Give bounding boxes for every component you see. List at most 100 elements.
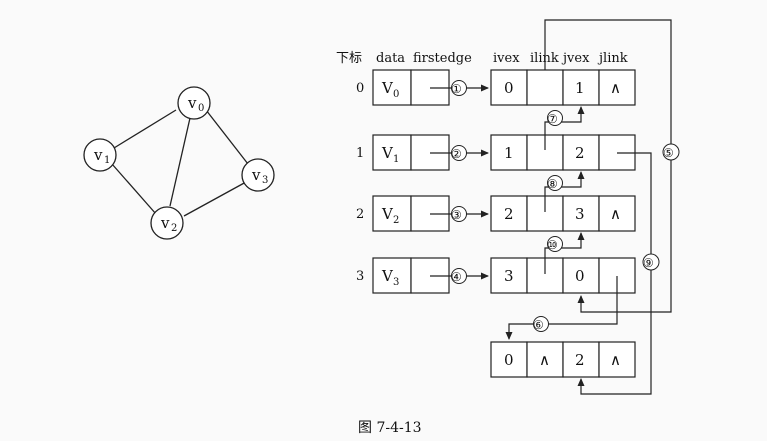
vertex-sub: 1 bbox=[393, 154, 399, 165]
edge-node: 3 0 bbox=[490, 257, 636, 294]
link-8-arrow bbox=[544, 171, 585, 212]
edge-jlink: ∧ bbox=[610, 205, 621, 223]
link-arrows: ⑦ ⑧ ⑩ ⑤ ⑥ ⑨ bbox=[505, 19, 680, 395]
vertex-sub: 0 bbox=[393, 89, 399, 100]
edge-ivex: 1 bbox=[504, 144, 514, 162]
vertex-index: 0 bbox=[356, 81, 364, 96]
graph-node-v1 bbox=[83, 138, 117, 172]
graph-node-v0-sub: 0 bbox=[198, 103, 204, 114]
pointer-label: ① bbox=[451, 82, 462, 96]
vertex-label: V bbox=[381, 267, 394, 285]
vertex-data-cell bbox=[372, 195, 412, 232]
link-8-label: ⑧ bbox=[547, 177, 558, 191]
link-6-label: ⑥ bbox=[533, 318, 544, 332]
edge-jlink-cell bbox=[598, 341, 636, 378]
edge-ivex: 3 bbox=[504, 267, 514, 285]
header-ivex: ivex bbox=[493, 51, 520, 66]
link-7-arrow bbox=[544, 106, 585, 150]
edge-jvex-cell bbox=[562, 134, 600, 171]
header-data: data bbox=[376, 51, 405, 66]
vertex-sub: 2 bbox=[393, 215, 399, 226]
header-jlink: jlink bbox=[597, 51, 628, 66]
link-10-label: ⑩ bbox=[547, 238, 558, 252]
edge-ivex: 0 bbox=[504, 351, 514, 369]
edge-node: 1 2 bbox=[490, 134, 636, 171]
edge-jvex-cell bbox=[562, 195, 600, 232]
link-7-marker bbox=[547, 110, 563, 126]
vertex-index: 1 bbox=[356, 146, 364, 161]
link-7-label: ⑦ bbox=[547, 112, 558, 126]
edge-node: 0 ∧ 2 ∧ bbox=[490, 341, 636, 378]
graph-node-v3 bbox=[241, 158, 275, 192]
graph-node-v2-sub: 2 bbox=[171, 223, 177, 234]
undirected-graph: v 0 v 1 v 2 v 3 bbox=[83, 86, 275, 240]
column-headers: 下标 data firstedge ivex ilink jvex jlink bbox=[336, 51, 628, 66]
vertex-data-cell bbox=[372, 134, 412, 171]
edge-ivex-cell bbox=[490, 257, 528, 294]
graph-node-v0 bbox=[177, 86, 211, 120]
vertex-row: 2 V 2 bbox=[356, 195, 450, 232]
graph-node-v2 bbox=[150, 206, 184, 240]
figure-caption: 图 7-4-13 bbox=[358, 420, 422, 436]
graph-node-v3-label: v bbox=[251, 166, 261, 184]
link-6-marker bbox=[533, 316, 549, 332]
edge-jvex-cell bbox=[562, 69, 600, 106]
link-9-label: ⑨ bbox=[643, 256, 654, 270]
header-firstedge: firstedge bbox=[413, 51, 472, 66]
edge-jlink: ∧ bbox=[610, 79, 621, 97]
header-index: 下标 bbox=[336, 51, 362, 66]
pointer-label: ④ bbox=[451, 270, 462, 284]
graph-edge-v0-v3 bbox=[205, 109, 249, 165]
edge-ilink-cell bbox=[526, 341, 564, 378]
link-9-arrow bbox=[577, 152, 652, 395]
graph-node-v1-label: v bbox=[93, 146, 103, 164]
edge-jvex-cell bbox=[562, 341, 600, 378]
vertex-label: V bbox=[381, 79, 394, 97]
edge-ilink-cell bbox=[526, 69, 564, 106]
edge-jlink-cell bbox=[598, 195, 636, 232]
edge-ivex-cell bbox=[490, 195, 528, 232]
pointer-marker bbox=[451, 80, 467, 96]
link-5-marker bbox=[662, 143, 680, 161]
edge-node: 2 3 ∧ bbox=[490, 195, 636, 232]
pointer-marker bbox=[451, 145, 467, 161]
vertex-index: 3 bbox=[356, 269, 364, 284]
graph-node-v3-sub: 3 bbox=[262, 175, 268, 186]
edge-jvex: 1 bbox=[575, 79, 585, 97]
link-8-marker bbox=[547, 175, 563, 191]
edge-jlink-cell bbox=[598, 69, 636, 106]
graph-edge-v0-v1 bbox=[113, 109, 177, 149]
edge-jvex: 0 bbox=[575, 267, 585, 285]
link-5-arrow bbox=[544, 19, 672, 313]
edge-ilink: ∧ bbox=[539, 351, 550, 369]
vertex-row: 1 V 1 bbox=[356, 134, 450, 171]
graph-edge-v1-v2 bbox=[111, 163, 157, 215]
link-5-label: ⑤ bbox=[663, 146, 674, 160]
vertex-label: V bbox=[381, 205, 394, 223]
vertex-array: 0 V 0 1 V 1 2 V 2 3 V 3 bbox=[356, 69, 450, 294]
edge-jvex: 3 bbox=[575, 205, 585, 223]
edge-ivex: 2 bbox=[504, 205, 514, 223]
edge-ivex-cell bbox=[490, 134, 528, 171]
graph-node-v0-label: v bbox=[187, 94, 197, 112]
link-6-arrow bbox=[505, 276, 618, 340]
edge-nodes: 0 1 ∧ 1 2 2 3 ∧ 3 bbox=[490, 69, 636, 378]
vertex-label: V bbox=[381, 144, 394, 162]
edge-node: 0 1 ∧ bbox=[490, 69, 636, 106]
edge-jvex: 2 bbox=[575, 144, 585, 162]
graph-edge-v0-v2 bbox=[169, 117, 191, 207]
edge-jvex: 2 bbox=[575, 351, 585, 369]
header-jvex: jvex bbox=[561, 51, 590, 66]
edge-ivex: 0 bbox=[504, 79, 514, 97]
graph-node-v1-sub: 1 bbox=[104, 155, 110, 166]
link-10-marker bbox=[547, 236, 563, 252]
pointer-label: ③ bbox=[451, 208, 462, 222]
pointer-marker bbox=[451, 206, 467, 222]
pointer-label: ② bbox=[451, 147, 462, 161]
firstedge-pointers: ① ② ③ ④ bbox=[430, 80, 489, 284]
graph-edge-v2-v3 bbox=[183, 181, 247, 217]
pointer-marker bbox=[451, 268, 467, 284]
edge-jvex-cell bbox=[562, 257, 600, 294]
edge-jlink: ∧ bbox=[610, 351, 621, 369]
